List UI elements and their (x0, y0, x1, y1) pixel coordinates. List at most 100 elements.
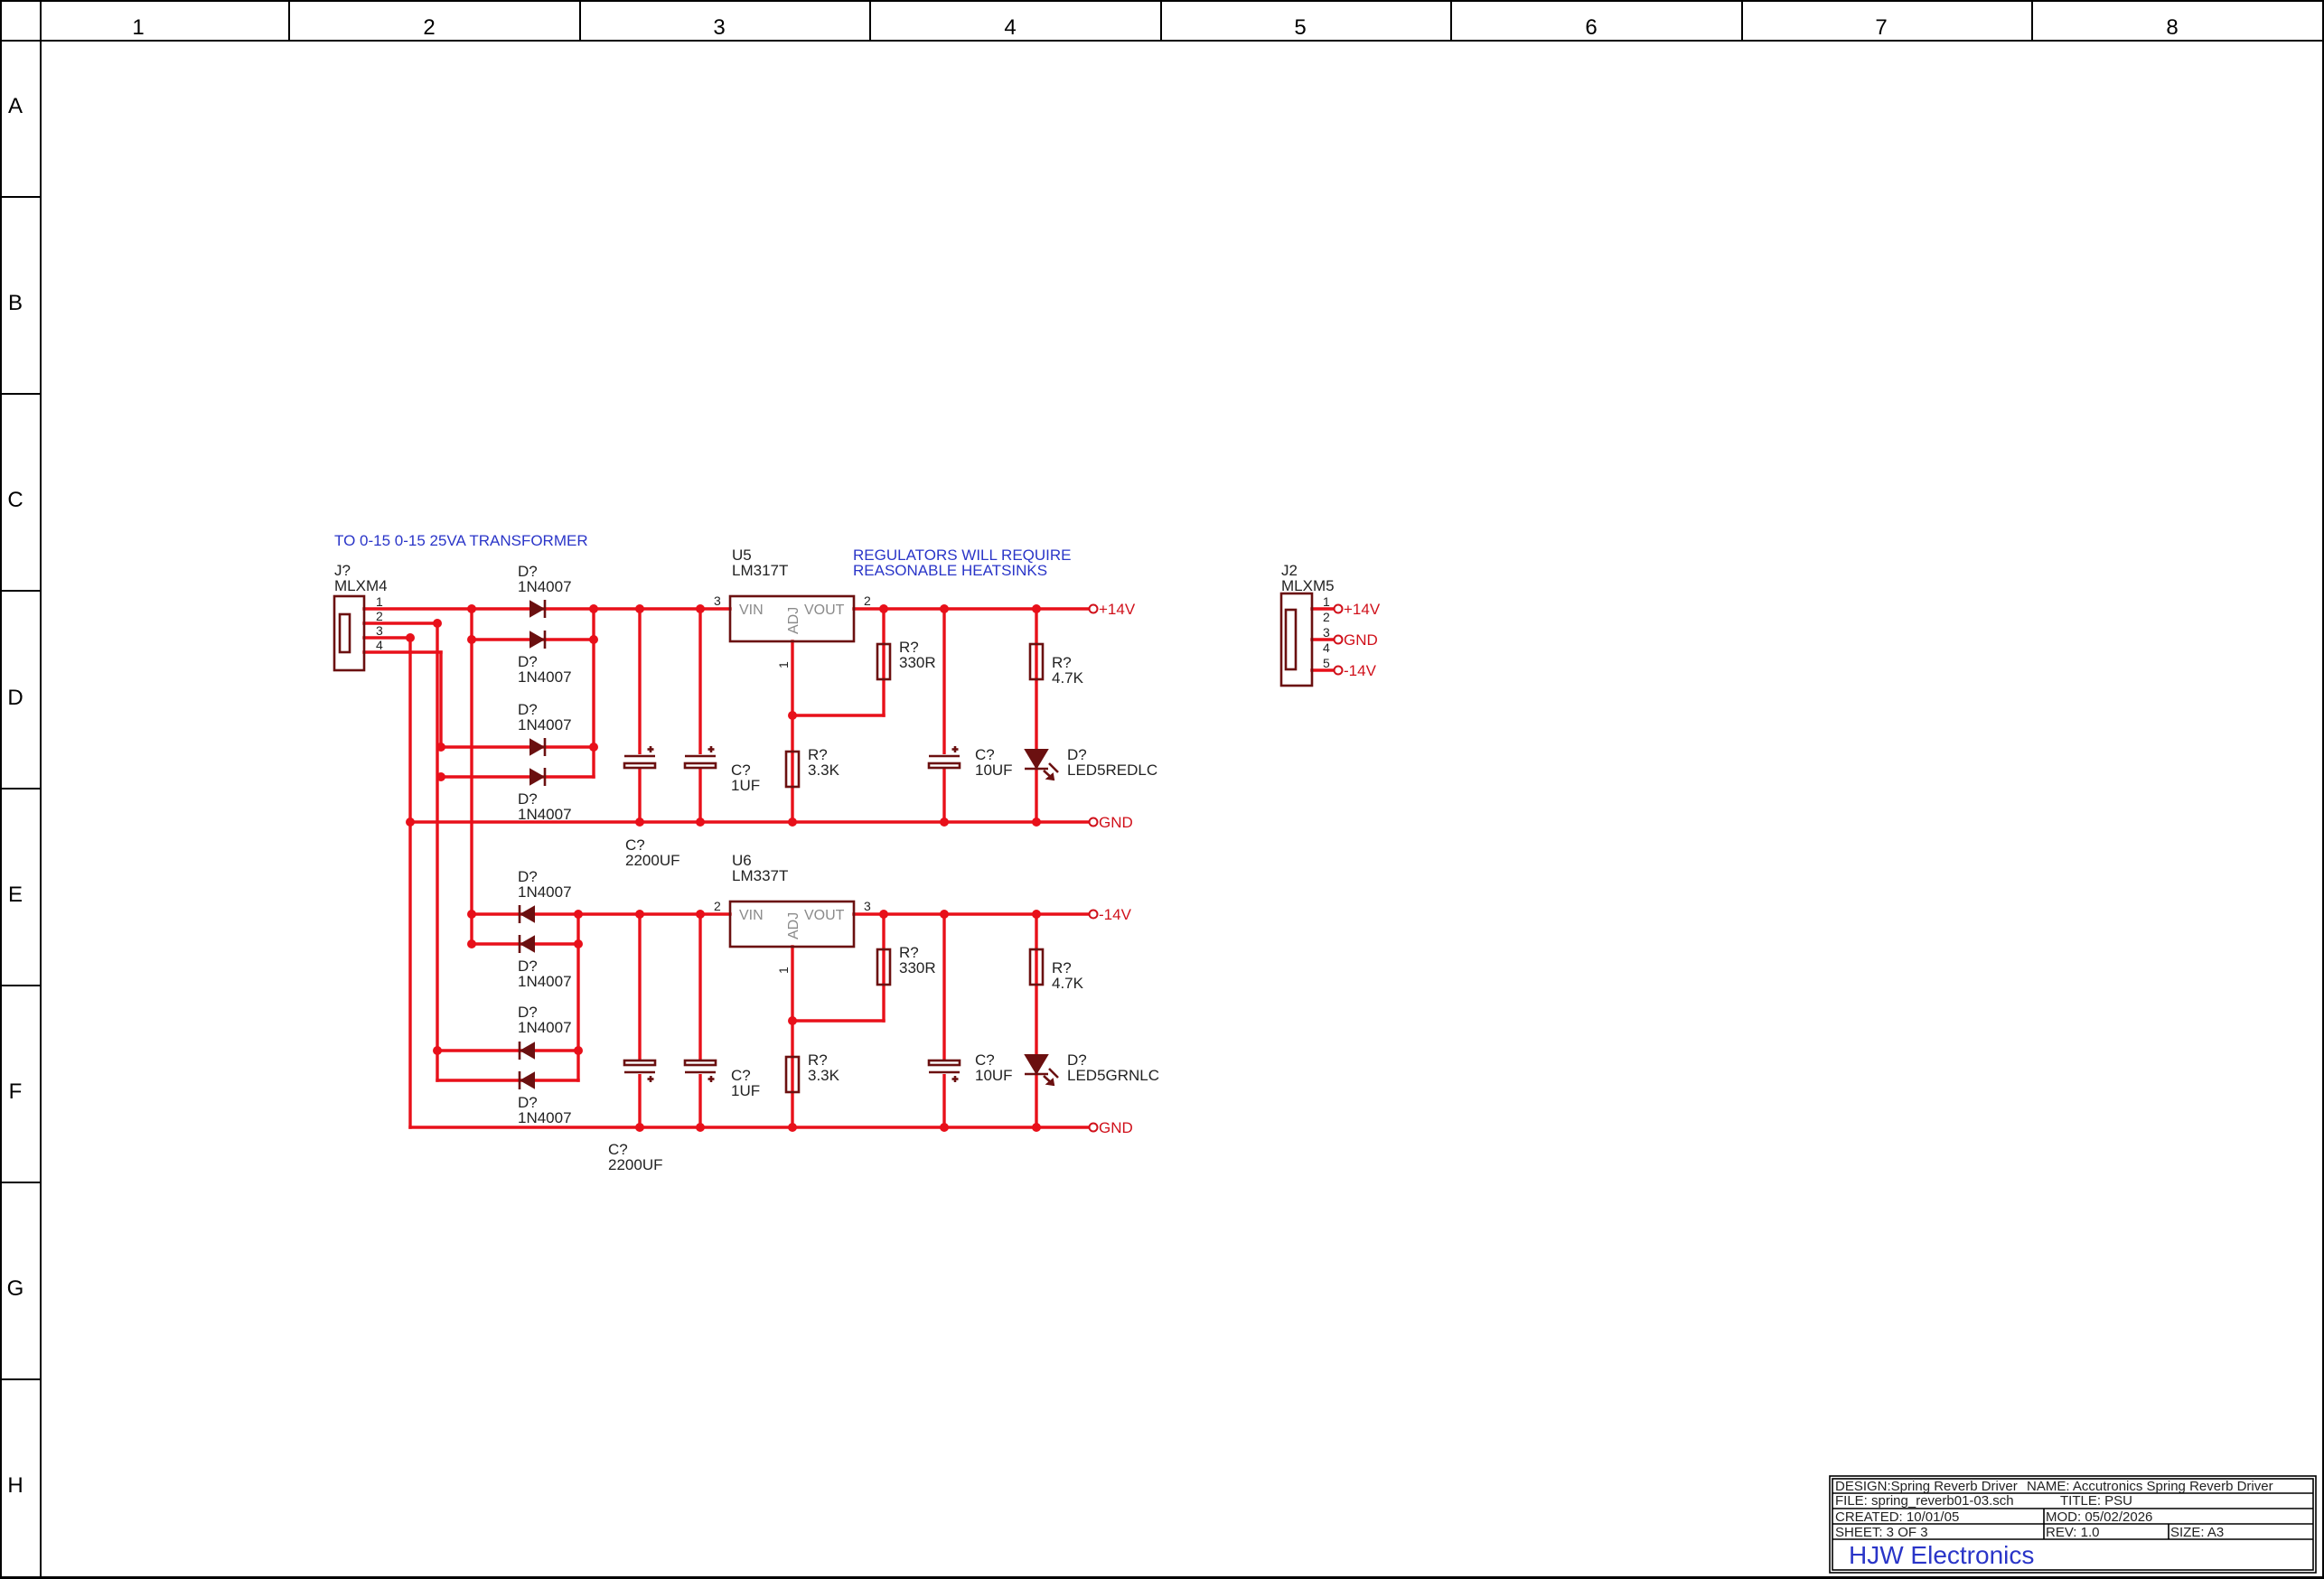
c-1uf-bottom-value: 1UF (731, 1082, 760, 1099)
resistor-3k3-top (784, 750, 801, 789)
u6-value: LM337T (732, 867, 788, 884)
c-10uf-bottom-ref: C? (975, 1051, 995, 1069)
c-1uf-bottom-ref: C? (731, 1067, 751, 1084)
diode-d2-ref: D? (518, 653, 538, 670)
diode-d7-value: 1N4007 (518, 1019, 572, 1036)
j2-value: MLXM5 (1281, 577, 1335, 594)
diode-d6-value: 1N4007 (518, 973, 572, 990)
zone-col-6: 6 (1585, 15, 1597, 40)
capacitor-c-1uf-bottom (683, 1059, 717, 1082)
j-input-ref: J? (334, 562, 351, 579)
j-input-pin-2: 2 (376, 609, 383, 623)
j2-port-plus14v: +14V (1344, 601, 1381, 618)
j-input-pin-4: 4 (376, 638, 383, 652)
u6-vout-label: VOUT (804, 908, 845, 923)
u6-pin-adj: 1 (776, 967, 791, 974)
note-heatsink-1: REGULATORS WILL REQUIRE (853, 547, 1072, 564)
u5-pin-adj: 1 (776, 661, 791, 668)
r-3k3-bottom-ref: R? (808, 1051, 828, 1069)
r-3k3-top-ref: R? (808, 746, 828, 763)
note-heatsink-2: REASONABLE HEATSINKS (853, 562, 1047, 579)
diode-d2 (529, 631, 547, 649)
j-input-pin-1: 1 (376, 594, 383, 609)
u5-vout-label: VOUT (804, 603, 845, 618)
zone-row-e: E (8, 883, 23, 907)
c-bulk-top-ref: C? (625, 836, 645, 854)
regulator-u5: VIN VOUT ADJ U5 LM317T 3 2 1 (714, 547, 871, 668)
zone-row-c: C (7, 488, 23, 512)
r-4k7-bottom-value: 4.7K (1052, 975, 1084, 992)
c-1uf-top-value: 1UF (731, 777, 760, 794)
u5-vin-label: VIN (739, 603, 764, 618)
zone-col-3: 3 (713, 15, 725, 40)
j2-port-minus14v: -14V (1344, 662, 1377, 679)
led-red-ref: D? (1067, 746, 1087, 763)
capacitor-c-1uf-top (683, 746, 717, 770)
output-ports: +14V GND -14V GND (1088, 601, 1136, 1136)
j2-pin-1: 1 (1323, 594, 1330, 609)
diode-d4-ref: D? (518, 790, 538, 808)
led-red (1024, 749, 1059, 781)
c-bulk-bottom-ref: C? (608, 1141, 628, 1158)
c-bulk-top-value: 2200UF (625, 852, 679, 869)
resistor-4k7-top (1028, 642, 1045, 681)
tb-file: FILE: spring_reverb01-03.sch (1835, 1493, 2014, 1509)
r-330r-top-value: 330R (899, 654, 936, 671)
c-1uf-top-ref: C? (731, 761, 751, 779)
r-4k7-top-ref: R? (1052, 654, 1072, 671)
u5-ref: U5 (732, 547, 752, 564)
u6-pin-out: 3 (864, 899, 871, 913)
zone-row-labels: A B C D E F G H (7, 94, 24, 1498)
u5-pin-in: 3 (714, 593, 721, 608)
zone-column-labels: 1 2 3 4 5 6 7 8 (132, 15, 2178, 40)
resistor-labels: R? 330R R? 3.3K R? 4.7K R? 330R R? 3.3K … (808, 639, 1084, 1084)
c-10uf-top-ref: C? (975, 746, 995, 763)
resistor-330r-bottom (876, 948, 892, 986)
j2-pin-5: 5 (1323, 656, 1330, 670)
r-4k7-top-value: 4.7K (1052, 669, 1084, 687)
diode-d8-ref: D? (518, 1094, 538, 1111)
connector-j2: J2 MLXM5 1 2 3 4 5 +14V GND -14V (1279, 562, 1381, 687)
diode-d2-value: 1N4007 (518, 668, 572, 686)
r-330r-bottom-value: 330R (899, 959, 936, 976)
led-red-value: LED5REDLC (1067, 761, 1157, 779)
zone-col-5: 5 (1294, 15, 1306, 40)
tb-title: TITLE: PSU (2060, 1493, 2132, 1509)
diode-d8 (518, 1071, 535, 1089)
diode-d7-ref: D? (518, 1004, 538, 1021)
c-10uf-top-value: 10UF (975, 761, 1013, 779)
connector-j-input: J? MLXM4 1 2 3 4 (333, 562, 388, 672)
u6-ref: U6 (732, 852, 752, 869)
diode-labels: D? 1N4007 D? 1N4007 D? 1N4007 D? 1N4007 … (518, 563, 572, 1126)
diode-d3 (529, 738, 547, 756)
zone-row-d: D (7, 686, 23, 710)
port-gnd-top: GND (1099, 814, 1133, 831)
zone-col-8: 8 (2166, 15, 2178, 40)
tb-sheet: SHEET: 3 OF 3 (1835, 1525, 1928, 1540)
tb-size: SIZE: A3 (2170, 1525, 2224, 1540)
diode-d6-ref: D? (518, 958, 538, 975)
j-input-value: MLXM4 (334, 577, 388, 594)
zone-row-g: G (7, 1276, 24, 1301)
diode-d5 (518, 905, 535, 923)
diode-d7 (518, 1042, 535, 1060)
u6-adj-label: ADJ (786, 912, 801, 939)
diode-d4 (529, 768, 547, 786)
r-330r-top-ref: R? (899, 639, 919, 656)
zone-row-a: A (8, 94, 23, 118)
u6-pin-in: 2 (714, 899, 721, 913)
zone-row-h: H (7, 1473, 23, 1498)
led-green (1024, 1054, 1059, 1087)
wires (362, 607, 1335, 1129)
j2-pin-4: 4 (1323, 640, 1330, 655)
resistor-330r-top (876, 642, 892, 681)
capacitor-c-bulk-bottom (623, 1059, 657, 1082)
tb-name: NAME: Accutronics Spring Reverb Driver (2027, 1479, 2273, 1494)
c-10uf-bottom-value: 10UF (975, 1067, 1013, 1084)
zone-col-2: 2 (423, 15, 435, 40)
r-330r-bottom-ref: R? (899, 944, 919, 961)
port-minus14v: -14V (1099, 906, 1132, 923)
tb-mod: MOD: 05/02/2026 (2046, 1509, 2152, 1525)
